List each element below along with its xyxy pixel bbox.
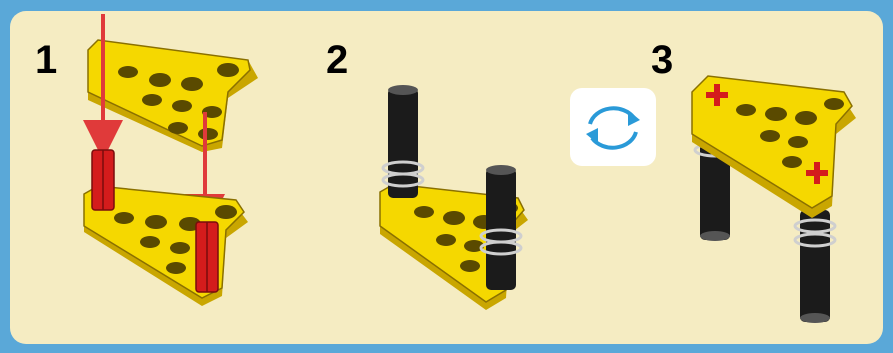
step1-red-axle-right bbox=[196, 222, 218, 292]
step2-black-pin-left bbox=[383, 85, 423, 198]
step1-red-axle-left bbox=[92, 150, 114, 210]
step1-top-beam bbox=[88, 40, 258, 152]
step2-black-pin-right bbox=[481, 165, 521, 290]
step3-black-pin-right bbox=[795, 210, 835, 323]
